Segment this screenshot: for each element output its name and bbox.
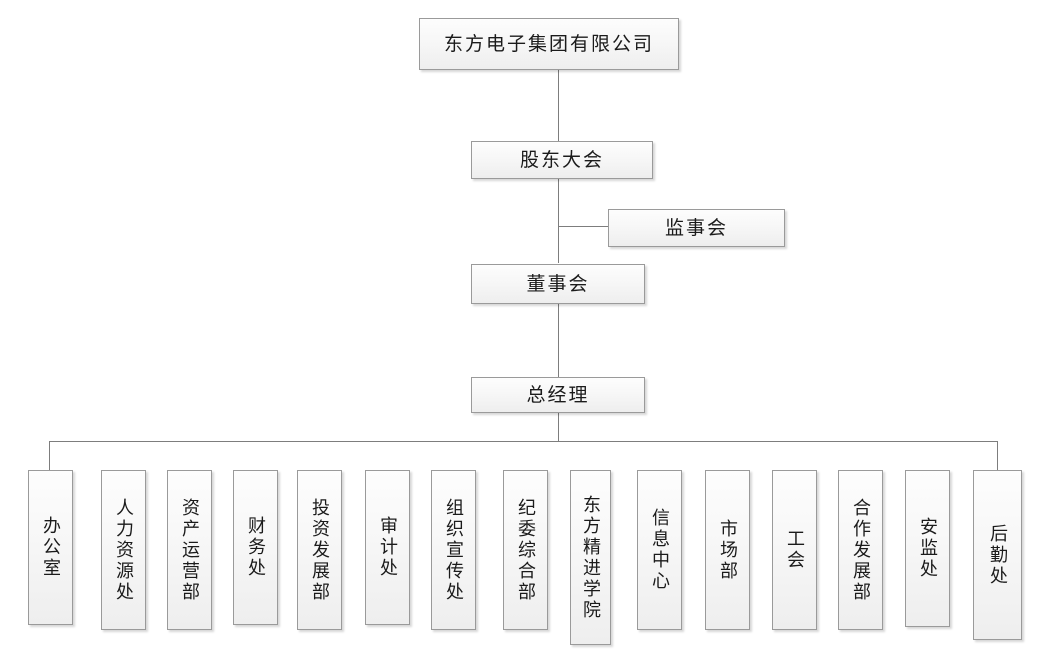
connector-manager-to-bus (558, 413, 559, 441)
connector-company-to-shareholders (558, 70, 559, 141)
node-department-14[interactable]: 后勤处 (973, 470, 1022, 640)
node-department-13-label: 安监处 (917, 517, 939, 580)
node-shareholders-meeting-label: 股东大会 (519, 148, 604, 171)
node-board-of-directors[interactable]: 董事会 (471, 264, 645, 304)
node-department-0-label: 办公室 (40, 516, 62, 579)
node-department-5-label: 审计处 (377, 516, 399, 579)
node-department-3-label: 财务处 (245, 516, 267, 579)
connector-shareholders-to-directors (558, 179, 559, 263)
node-board-of-supervisors-label: 监事会 (664, 216, 728, 239)
node-company[interactable]: 东方电子集团有限公司 (419, 18, 679, 70)
node-department-6[interactable]: 组织宣传处 (431, 470, 476, 630)
node-department-6-label: 组织宣传处 (443, 497, 465, 603)
node-department-10-label: 市场部 (717, 518, 739, 582)
node-department-1[interactable]: 人力资源处 (101, 470, 146, 630)
connector-department-bus (49, 441, 998, 442)
node-department-2-label: 资产运营部 (179, 497, 201, 603)
node-company-label: 东方电子集团有限公司 (443, 32, 654, 55)
node-general-manager-label: 总经理 (526, 383, 590, 406)
connector-directors-to-manager (558, 304, 559, 377)
node-department-1-label: 人力资源处 (113, 497, 135, 603)
node-department-0[interactable]: 办公室 (28, 470, 73, 625)
node-department-11[interactable]: 工会 (772, 470, 817, 630)
node-department-5[interactable]: 审计处 (365, 470, 410, 625)
node-board-of-supervisors[interactable]: 监事会 (608, 209, 785, 247)
connector-spine-to-supervisors (558, 226, 608, 227)
node-board-of-directors-label: 董事会 (526, 272, 590, 295)
node-department-12-label: 合作发展部 (850, 497, 872, 603)
node-department-4-label: 投资发展部 (309, 497, 331, 603)
node-department-11-label: 工会 (784, 529, 806, 571)
node-department-8-label: 东方精进学院 (580, 494, 602, 621)
node-department-7[interactable]: 纪委综合部 (503, 470, 548, 630)
node-department-2[interactable]: 资产运营部 (167, 470, 212, 630)
node-department-7-label: 纪委综合部 (515, 497, 537, 603)
node-department-8[interactable]: 东方精进学院 (570, 470, 611, 645)
node-shareholders-meeting[interactable]: 股东大会 (471, 141, 653, 179)
node-department-14-label: 后勤处 (987, 523, 1009, 587)
node-department-3[interactable]: 财务处 (233, 470, 278, 625)
node-general-manager[interactable]: 总经理 (471, 377, 645, 413)
node-department-9[interactable]: 信息中心 (637, 470, 682, 630)
node-department-4[interactable]: 投资发展部 (297, 470, 342, 630)
node-department-12[interactable]: 合作发展部 (838, 470, 883, 630)
connector-bus-to-first-department (49, 441, 50, 470)
node-department-10[interactable]: 市场部 (705, 470, 750, 630)
node-department-13[interactable]: 安监处 (905, 470, 950, 627)
connector-bus-to-last-department (997, 441, 998, 470)
node-department-9-label: 信息中心 (649, 508, 671, 592)
